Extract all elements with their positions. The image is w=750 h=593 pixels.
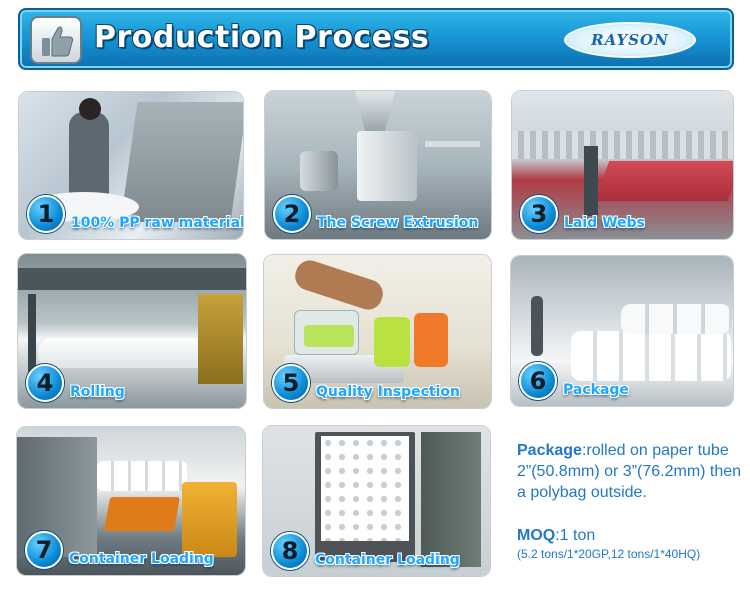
process-tile-3: 3 Laid Webs bbox=[511, 90, 734, 240]
step-number-5: 5 bbox=[272, 364, 310, 402]
brand-logo-text: RAYSON bbox=[591, 31, 669, 49]
package-label: Package bbox=[517, 442, 582, 459]
step-number-2: 2 bbox=[273, 195, 311, 233]
moq-text: :1 ton bbox=[555, 527, 596, 544]
brand-logo: RAYSON bbox=[564, 22, 696, 58]
process-tile-6: 6 Package bbox=[510, 255, 734, 407]
step-caption-5: Quality Inspection bbox=[316, 384, 461, 400]
laid-webs-photo bbox=[512, 91, 733, 239]
moq-label: MOQ bbox=[517, 527, 556, 544]
step-caption-4: Rolling bbox=[70, 384, 125, 400]
step-number-8: 8 bbox=[271, 532, 309, 570]
step-caption-8: Container Loading bbox=[315, 552, 460, 568]
process-tile-7: 7 Container Loading bbox=[16, 426, 246, 576]
step-caption-1: 100% PP raw material bbox=[71, 215, 244, 231]
step-number-1: 1 bbox=[27, 195, 65, 233]
step-caption-6: Package bbox=[563, 382, 629, 398]
page-title: Production Process bbox=[94, 20, 430, 55]
thumbs-up-icon bbox=[30, 16, 82, 64]
step-caption-2: The Screw Extrusion bbox=[317, 215, 479, 231]
moq-detail: (5.2 tons/1*20GP,12 tons/1*40HQ) bbox=[517, 547, 701, 561]
process-tile-2: 2 The Screw Extrusion bbox=[264, 90, 492, 240]
step-number-6: 6 bbox=[519, 362, 557, 400]
step-number-7: 7 bbox=[25, 531, 63, 569]
step-caption-7: Container Loading bbox=[69, 551, 214, 567]
package-info: Package:rolled on paper tube 2”(50.8mm) … bbox=[517, 440, 745, 503]
process-tile-1: 1 100% PP raw material bbox=[18, 91, 244, 240]
process-tile-4: 4 Rolling bbox=[17, 253, 247, 409]
rolling-photo bbox=[18, 254, 246, 408]
process-tile-8: 8 Container Loading bbox=[262, 425, 491, 577]
step-number-4: 4 bbox=[26, 364, 64, 402]
package-text: :rolled on paper tube 2”(50.8mm) or 3”(7… bbox=[517, 442, 742, 501]
screw-extrusion-photo bbox=[265, 91, 491, 239]
moq-info: MOQ:1 ton bbox=[517, 526, 745, 546]
header-banner: Production Process RAYSON bbox=[18, 8, 734, 70]
step-caption-3: Laid Webs bbox=[564, 215, 645, 231]
quality-inspection-photo bbox=[264, 255, 491, 408]
process-tile-5: 5 Quality Inspection bbox=[263, 254, 492, 409]
step-number-3: 3 bbox=[520, 195, 558, 233]
